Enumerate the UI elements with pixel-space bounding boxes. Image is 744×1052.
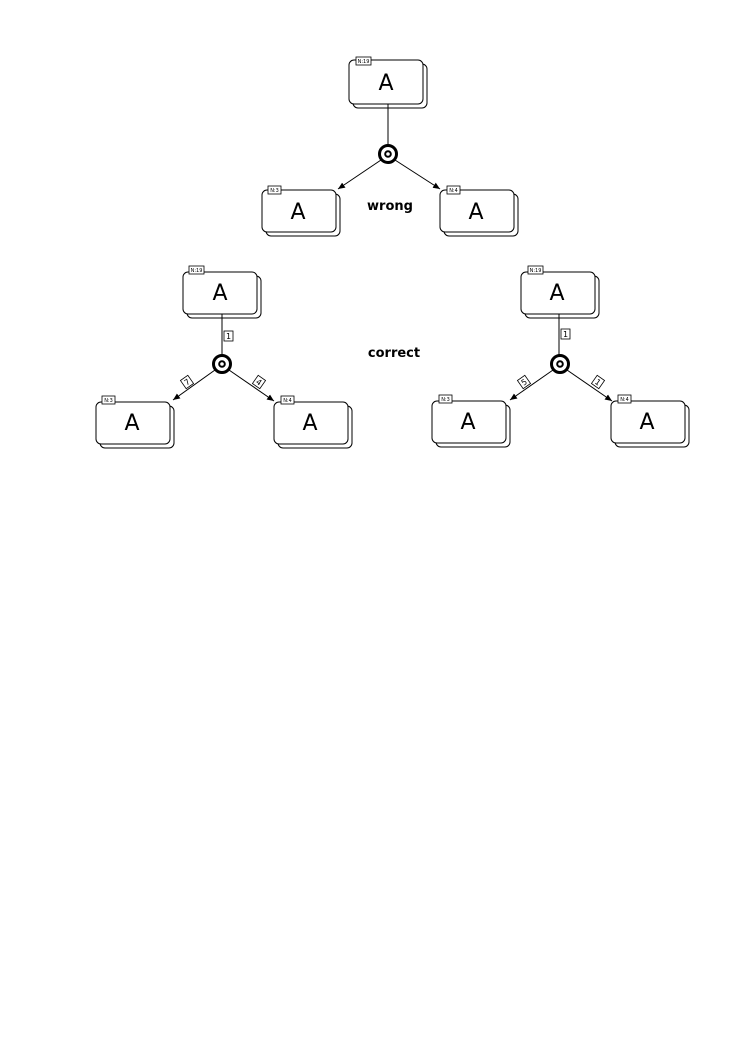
aggregation-junction — [378, 144, 398, 164]
node-label: A — [124, 411, 139, 436]
node-tag: N:4 — [283, 398, 292, 404]
node-tag-box — [267, 185, 282, 195]
node-child-right[interactable]: N:4 A — [439, 185, 519, 237]
node-tag-box — [188, 265, 205, 275]
node-parent[interactable]: N:19 A — [182, 265, 262, 319]
node-label: A — [212, 281, 227, 306]
arrow-left — [337, 159, 382, 190]
node-tag-box — [527, 265, 544, 275]
aggregation-junction — [550, 354, 570, 374]
diagram-wrong: N:19 A N:3 A N:4 A wrong — [261, 56, 519, 237]
node-tag: N:3 — [270, 188, 279, 194]
node-child-left[interactable]: N:3 A — [261, 185, 341, 237]
node-label: A — [378, 71, 393, 96]
node-label: A — [290, 200, 305, 225]
node-child-left[interactable]: N:3 A — [431, 394, 511, 448]
arrow-right — [394, 159, 441, 190]
arrow-left — [509, 369, 554, 401]
node-tag-box — [101, 395, 116, 405]
node-tag: N:4 — [449, 188, 458, 194]
multiplicity-label: 1 — [593, 377, 602, 387]
node-label: A — [639, 410, 654, 435]
node-tag-box — [446, 185, 461, 195]
node-tag: N:3 — [104, 398, 113, 404]
node-child-left[interactable]: N:3 A — [95, 395, 175, 449]
arrow-right — [566, 369, 613, 402]
node-parent[interactable]: N:19 A — [520, 265, 600, 319]
node-parent[interactable]: N:19 A — [348, 56, 428, 109]
multiplicity-label: 1 — [563, 330, 568, 339]
node-tag-box — [280, 395, 295, 405]
diagram-correct-right: N:19 A 1 5 1 N:3 A — [431, 265, 690, 448]
diagram-correct-left: N:19 A 1 7 4 N:3 A — [95, 265, 353, 449]
node-tag-box — [438, 394, 453, 404]
node-label: A — [302, 411, 317, 436]
multiplicity-box: 1 — [223, 330, 234, 342]
node-label: A — [468, 200, 483, 225]
node-tag-box — [355, 56, 372, 66]
node-tag: N:19 — [358, 59, 370, 65]
multiplicity-label: 7 — [183, 377, 192, 387]
node-label: A — [460, 410, 475, 435]
node-child-right[interactable]: N:4 A — [273, 395, 353, 449]
arrow-left — [172, 369, 216, 401]
multiplicity-label: 4 — [254, 377, 263, 387]
multiplicity-box: 7 — [179, 374, 195, 390]
node-tag: N:4 — [620, 397, 629, 403]
node-label: A — [549, 281, 564, 306]
multiplicity-box: 5 — [516, 374, 532, 390]
node-child-right[interactable]: N:4 A — [610, 394, 690, 448]
multiplicity-label: 5 — [520, 377, 529, 387]
aggregation-junction — [212, 354, 232, 374]
multiplicity-box: 4 — [251, 374, 267, 390]
node-tag-box — [617, 394, 632, 404]
node-tag: N:19 — [191, 268, 203, 274]
node-tag: N:19 — [530, 268, 542, 274]
node-tag: N:3 — [441, 397, 450, 403]
multiplicity-box: 1 — [590, 374, 606, 390]
correct-label: correct — [368, 346, 420, 361]
multiplicity-box: 1 — [560, 328, 571, 340]
arrow-right — [228, 369, 275, 402]
wrong-label: wrong — [367, 199, 413, 214]
multiplicity-label: 1 — [226, 332, 231, 341]
